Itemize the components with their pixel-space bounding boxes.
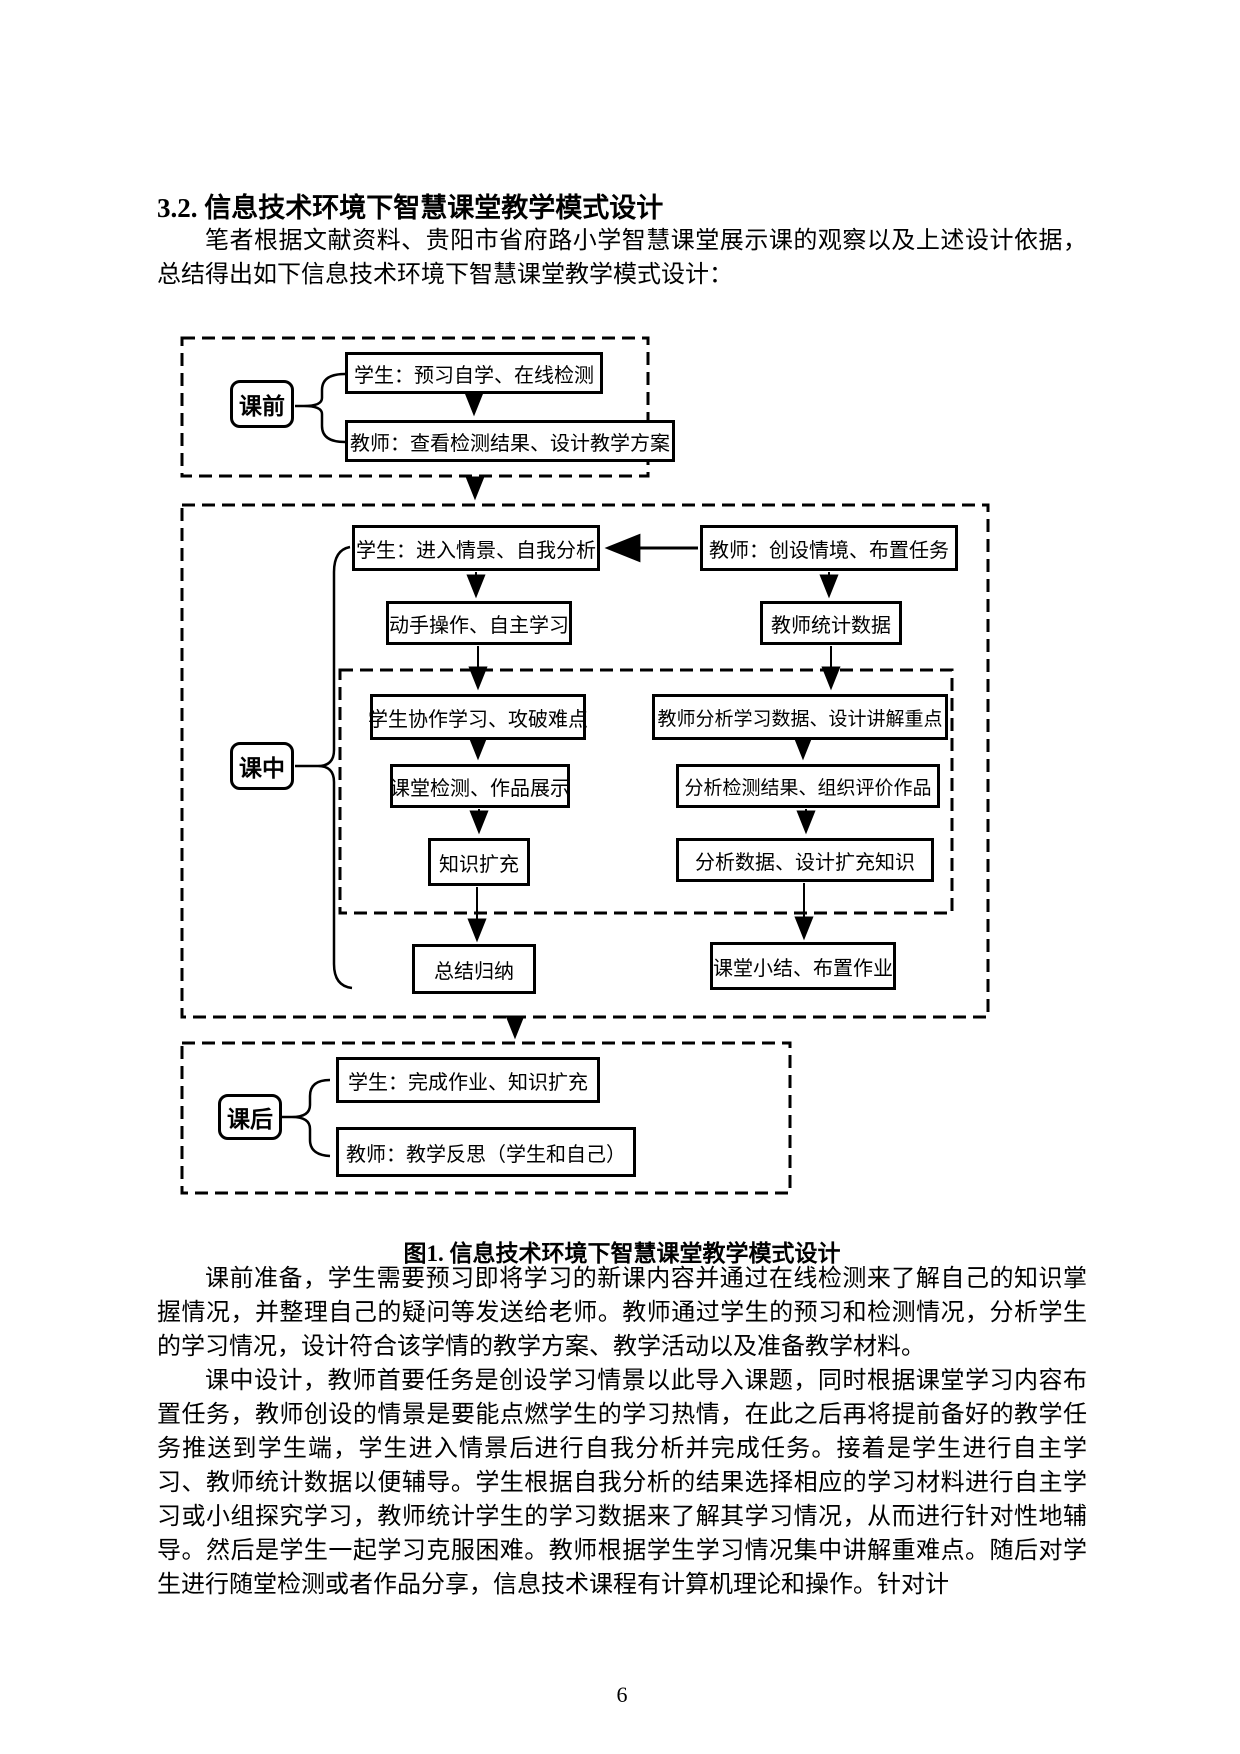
node-analyze-test-results: 分析检测结果、组织评价作品 bbox=[676, 764, 940, 808]
page-number: 6 bbox=[616, 1682, 628, 1707]
in-class-brace bbox=[317, 545, 353, 990]
pre-class-group-border bbox=[180, 336, 650, 478]
node-class-test-show: 课堂检测、作品展示 bbox=[390, 764, 570, 808]
node-pre-student: 学生：预习自学、在线检测 bbox=[345, 352, 603, 394]
stage-in-class: 课中 bbox=[230, 742, 294, 790]
node-post-teacher: 教师：教学反思（学生和自己） bbox=[336, 1127, 636, 1177]
figure-caption: 图1. 信息技术环境下智慧课堂教学模式设计 bbox=[403, 1241, 841, 1266]
node-student-enter-scene: 学生：进入情景、自我分析 bbox=[352, 525, 600, 571]
node-teacher-statistics: 教师统计数据 bbox=[760, 601, 902, 645]
node-teacher-analyze-data: 教师分析学习数据、设计讲解重点 bbox=[652, 694, 948, 740]
paragraph-pre-class: 课前准备，学生需要预习即将学习的新课内容并通过在线检测来了解自己的知识掌握情况，… bbox=[157, 1266, 1087, 1360]
post-class-group-border bbox=[180, 1041, 792, 1195]
section-heading: 3.2. 信息技术环境下智慧课堂教学模式设计 bbox=[157, 193, 664, 223]
post-class-brace bbox=[291, 1078, 331, 1158]
in-class-group-border bbox=[180, 503, 990, 1019]
node-class-summary-homework: 课堂小结、布置作业 bbox=[710, 942, 896, 990]
pre-class-brace bbox=[303, 372, 346, 444]
in-class-inner-group-border bbox=[338, 668, 954, 915]
node-teacher-create-scene: 教师：创设情境、布置任务 bbox=[700, 525, 958, 571]
node-hands-on-learning: 动手操作、自主学习 bbox=[386, 601, 572, 645]
stage-pre-class: 课前 bbox=[230, 380, 294, 428]
intro-paragraph: 笔者根据文献资料、贵阳市省府路小学智慧课堂展示课的观察以及上述设计依据，总结得出… bbox=[157, 228, 1087, 288]
node-summarize: 总结归纳 bbox=[412, 944, 536, 994]
node-post-student: 学生：完成作业、知识扩充 bbox=[336, 1057, 600, 1103]
node-analyze-data-design: 分析数据、设计扩充知识 bbox=[676, 838, 934, 882]
node-student-collaborate: 学生协作学习、攻破难点 bbox=[368, 694, 588, 740]
node-pre-teacher: 教师：查看检测结果、设计教学方案 bbox=[345, 420, 675, 462]
stage-post-class: 课后 bbox=[218, 1094, 282, 1140]
paragraph-in-class: 课中设计，教师首要任务是创设学习情景以此导入课题，同时根据课堂学习内容布置任务，… bbox=[157, 1368, 1087, 1598]
node-knowledge-expand: 知识扩充 bbox=[428, 838, 530, 886]
